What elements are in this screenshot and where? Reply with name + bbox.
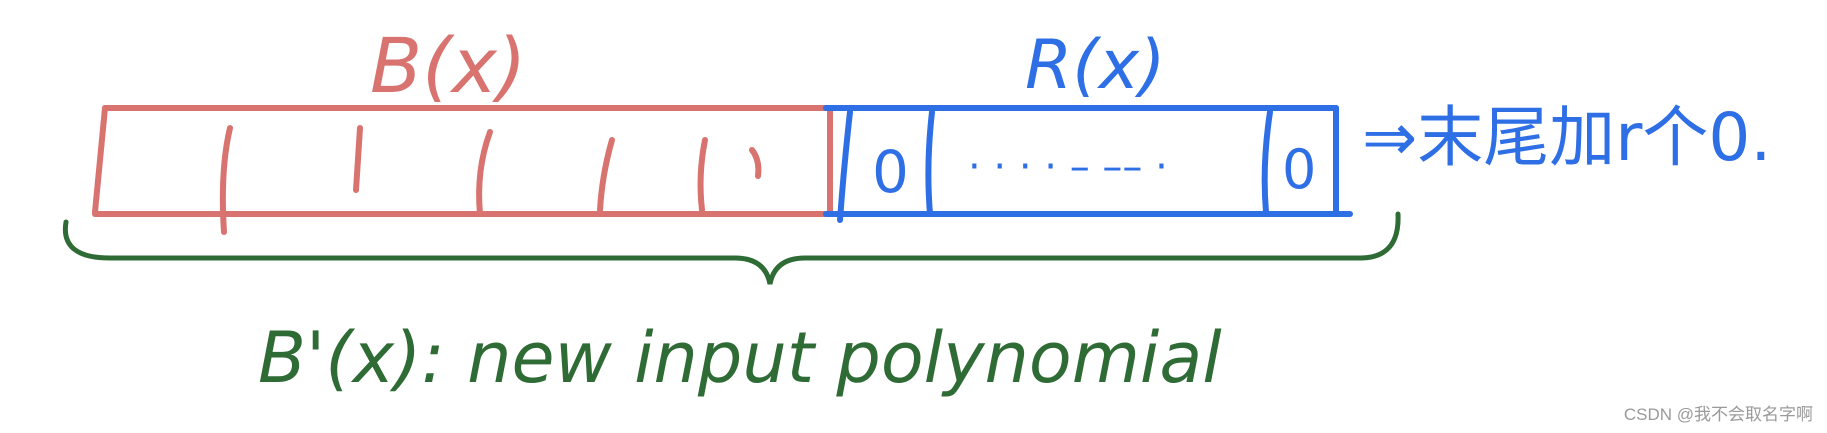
b-cell-divider: [353, 125, 363, 193]
r-cell-divider: [837, 109, 853, 223]
b-cell-divider: [697, 137, 708, 213]
append-zeros-note: ⇒末尾加r个0.: [1362, 99, 1771, 176]
b-register: [92, 105, 833, 235]
bprime-label: B'(x): new input polynomial: [258, 317, 1222, 399]
watermark: CSDN @我不会取名字啊: [1623, 405, 1813, 424]
bprime-brace: [62, 211, 1401, 285]
r-cell-divider: [1261, 109, 1273, 215]
b-cell-divider: [476, 129, 493, 217]
b-cell-divider: [597, 137, 615, 213]
b-label: B(x): [370, 21, 526, 110]
b-left-edge: [92, 105, 108, 215]
r-label: R(x): [1025, 26, 1166, 105]
r-zero-last: 0: [1282, 138, 1316, 201]
r-register: [823, 105, 1353, 223]
r-zero-dots: · · · · – –– ·: [968, 144, 1168, 190]
r-cell-divider: [925, 109, 935, 217]
b-cell-divider: [219, 125, 233, 235]
r-zero-first: 0: [872, 138, 909, 206]
b-cell-mark: [749, 147, 762, 179]
